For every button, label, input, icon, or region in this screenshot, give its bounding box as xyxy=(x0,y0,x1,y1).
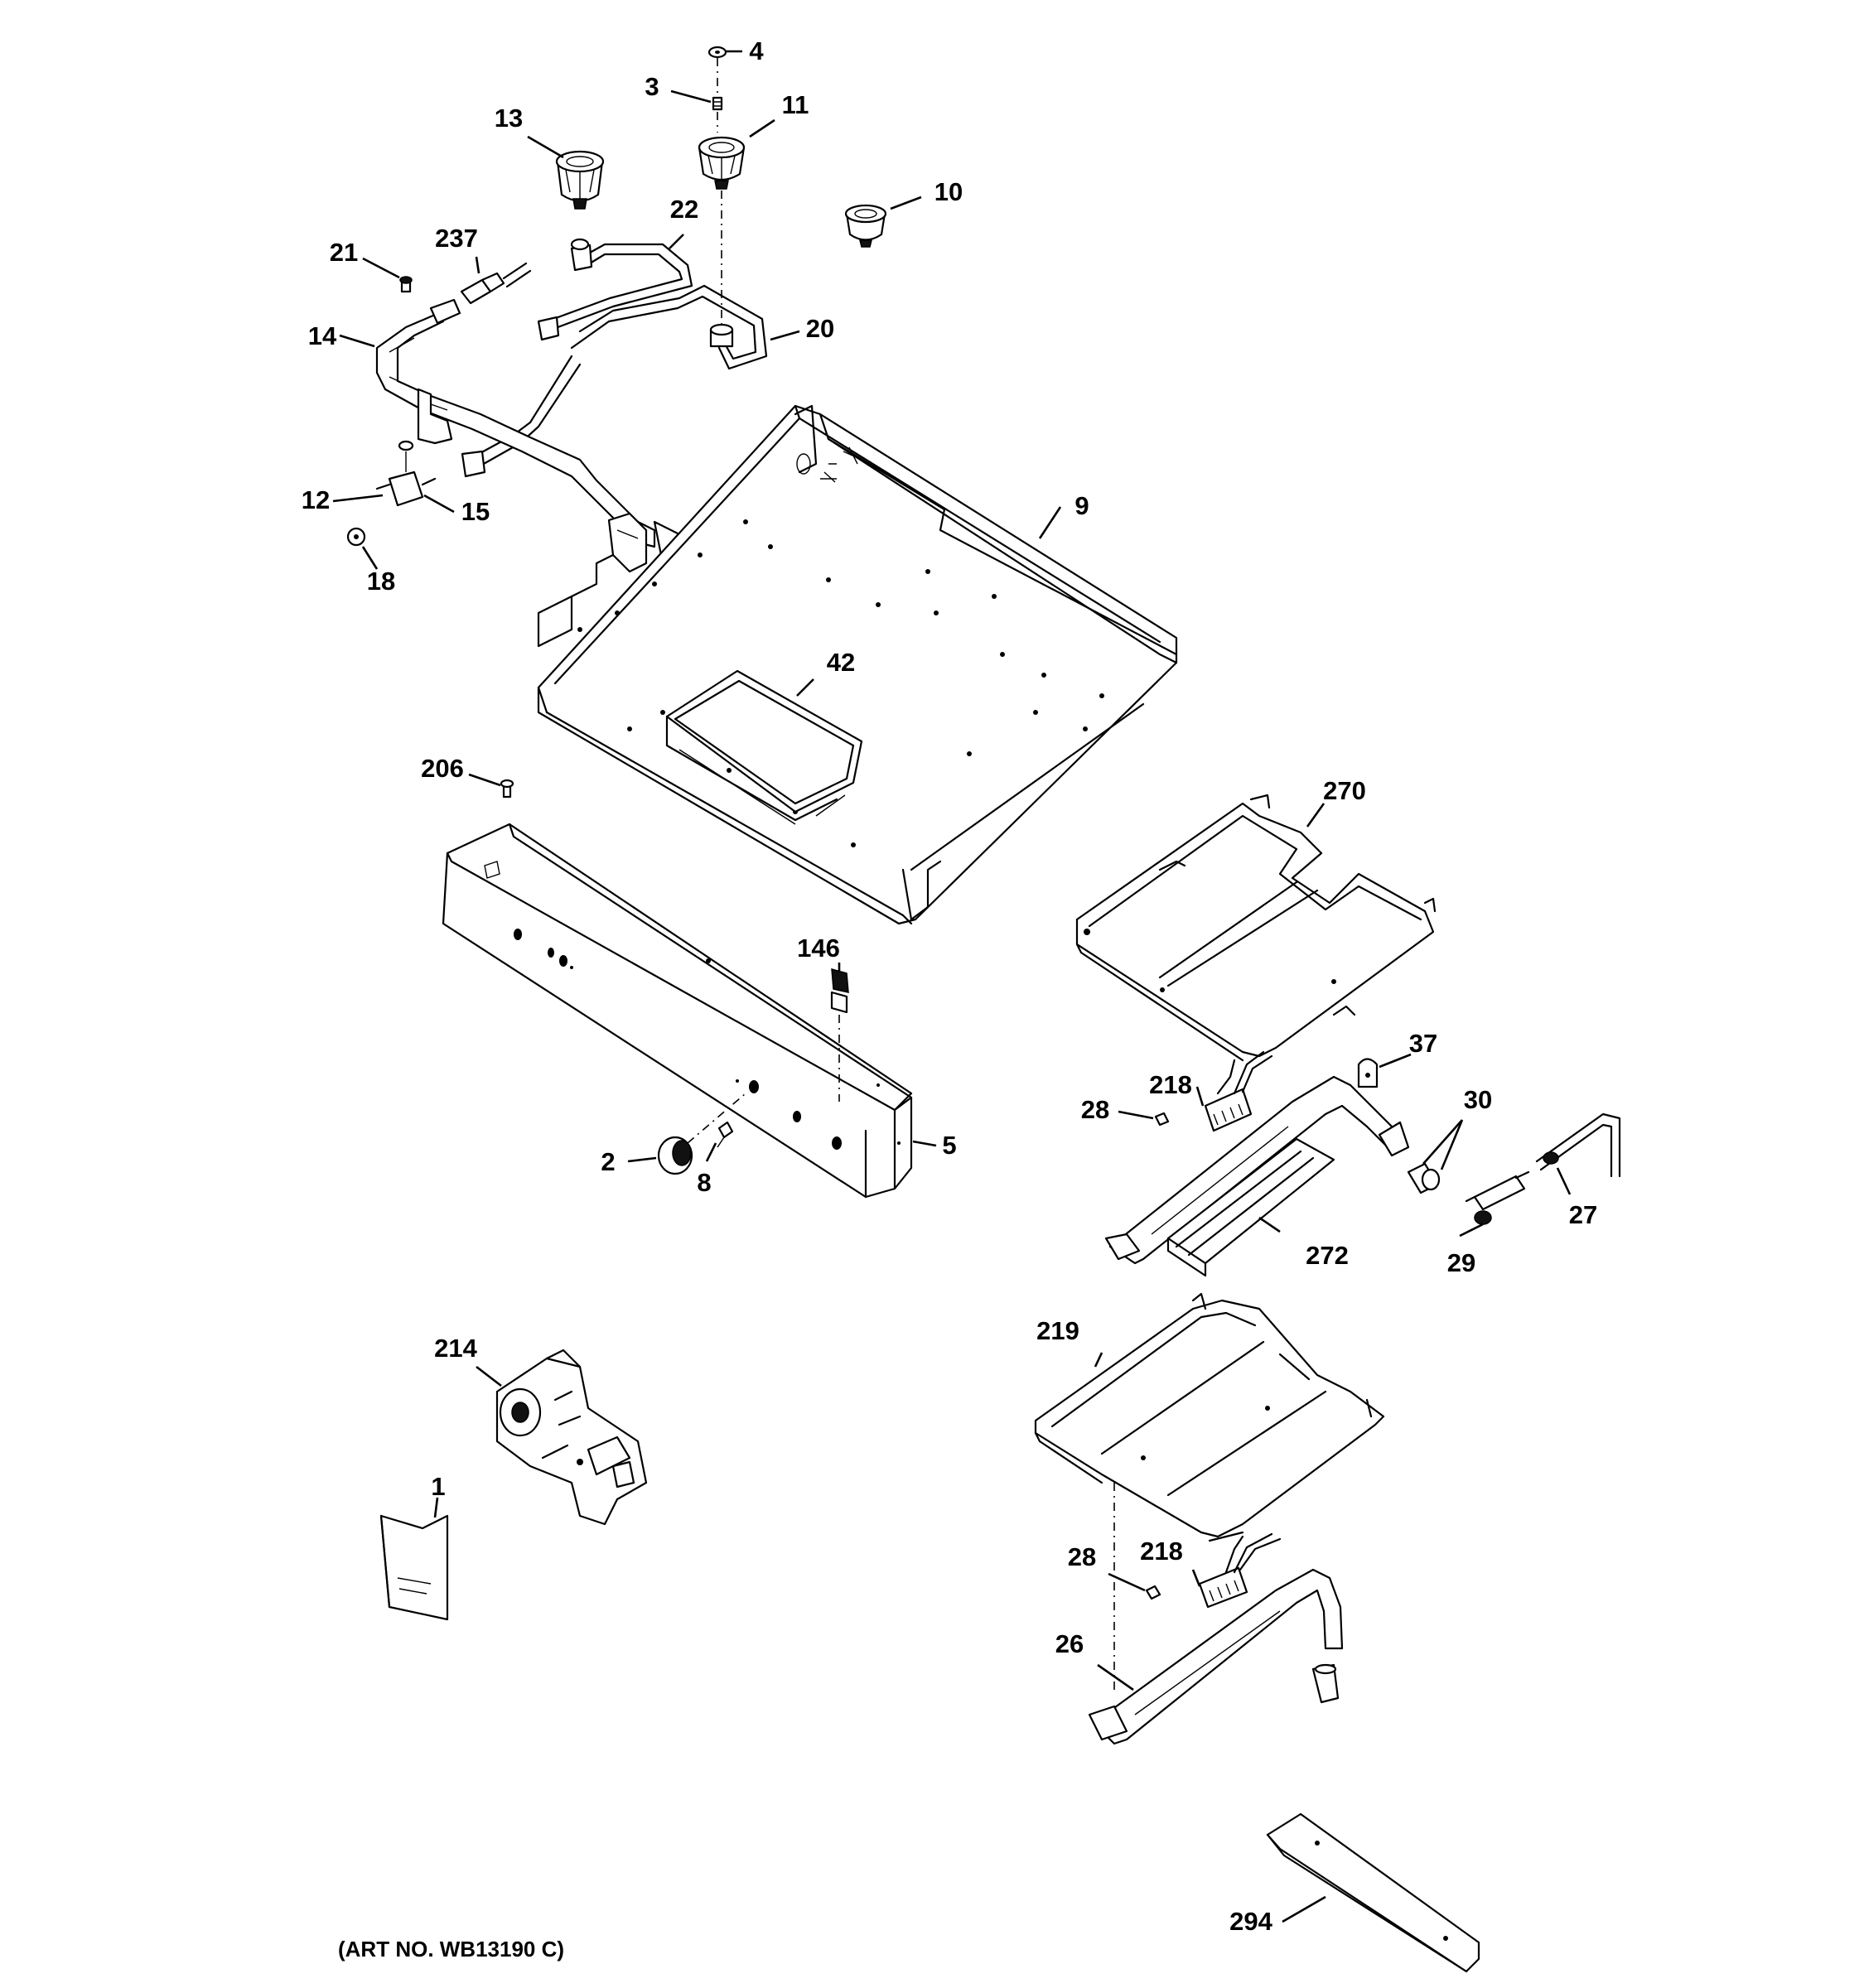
callout-218-lower: 218 xyxy=(1140,1537,1183,1566)
valve-12 xyxy=(375,440,437,507)
callout-42: 42 xyxy=(827,648,855,677)
callout-14: 14 xyxy=(308,321,337,350)
nut-28-lower xyxy=(1145,1585,1161,1600)
nut-28-upper xyxy=(1154,1112,1170,1127)
callout-30: 30 xyxy=(1464,1085,1492,1114)
clip-146 xyxy=(830,967,849,1014)
burner-tube-26 xyxy=(1088,1568,1344,1745)
orifice-holder-29 xyxy=(1465,1170,1530,1225)
callout-214: 214 xyxy=(434,1334,477,1363)
shield-219 xyxy=(1034,1292,1385,1542)
callout-28-lower: 28 xyxy=(1068,1542,1096,1571)
callout-18: 18 xyxy=(367,567,395,596)
callout-22: 22 xyxy=(670,195,698,224)
burner-head-13 xyxy=(555,150,605,210)
igniter-clip-30 xyxy=(1407,1162,1441,1194)
callout-1: 1 xyxy=(431,1472,445,1501)
literature-1 xyxy=(379,1514,449,1621)
axis-line-knob xyxy=(687,1093,746,1144)
screw-3 xyxy=(712,96,723,111)
callout-11: 11 xyxy=(782,90,809,119)
callout-20: 20 xyxy=(806,314,834,343)
burner-head-11 xyxy=(698,136,746,190)
washer-4 xyxy=(707,46,727,59)
callout-13: 13 xyxy=(495,104,523,133)
control-panel-5 xyxy=(442,823,913,1199)
bracket-294 xyxy=(1266,1812,1480,1973)
callout-272: 272 xyxy=(1306,1241,1349,1270)
burner-box-9 xyxy=(537,404,1178,925)
art-number: (ART NO. WB13190 C) xyxy=(338,1937,564,1961)
gas-tube-20 xyxy=(461,284,768,478)
callout-8: 8 xyxy=(697,1168,711,1197)
callout-270: 270 xyxy=(1323,776,1366,805)
manifold-14 xyxy=(375,298,698,586)
orifice-237 xyxy=(460,262,532,305)
callout-28-upper: 28 xyxy=(1081,1095,1109,1124)
callout-26: 26 xyxy=(1055,1629,1084,1658)
leader-lines xyxy=(332,50,1572,1923)
shield-270 xyxy=(1075,794,1437,1062)
callout-219: 219 xyxy=(1036,1316,1079,1345)
callout-21: 21 xyxy=(330,238,358,267)
callout-10: 10 xyxy=(934,177,963,206)
callout-15: 15 xyxy=(461,497,490,526)
valve-214 xyxy=(495,1349,648,1526)
callout-218-upper: 218 xyxy=(1149,1070,1192,1099)
callout-37: 37 xyxy=(1409,1029,1437,1058)
inner-panel-42 xyxy=(665,669,863,825)
gas-tube-22 xyxy=(537,238,693,341)
callout-5: 5 xyxy=(942,1131,956,1160)
bracket-37 xyxy=(1357,1058,1379,1088)
callout-3: 3 xyxy=(645,72,659,101)
knob-2 xyxy=(657,1136,693,1175)
callout-12: 12 xyxy=(302,485,330,514)
axis-line-burner xyxy=(717,58,722,331)
callout-206: 206 xyxy=(421,754,464,783)
screw-206 xyxy=(500,779,514,799)
callout-9: 9 xyxy=(1074,491,1089,520)
callout-294: 294 xyxy=(1229,1907,1272,1936)
baffle-272 xyxy=(1166,1137,1335,1277)
igniter-218-lower xyxy=(1198,1532,1282,1609)
screw-8 xyxy=(717,1121,734,1148)
callout-237: 237 xyxy=(435,224,478,253)
callout-2: 2 xyxy=(601,1147,615,1176)
callout-29: 29 xyxy=(1447,1248,1475,1277)
nut-18 xyxy=(346,527,366,547)
tube-27 xyxy=(1535,1112,1621,1178)
callout-4: 4 xyxy=(749,36,764,65)
igniter-218-upper xyxy=(1204,1050,1273,1132)
callout-146: 146 xyxy=(797,934,840,963)
callout-27: 27 xyxy=(1569,1200,1597,1229)
screw-21 xyxy=(399,276,413,293)
burner-head-10 xyxy=(844,204,887,248)
